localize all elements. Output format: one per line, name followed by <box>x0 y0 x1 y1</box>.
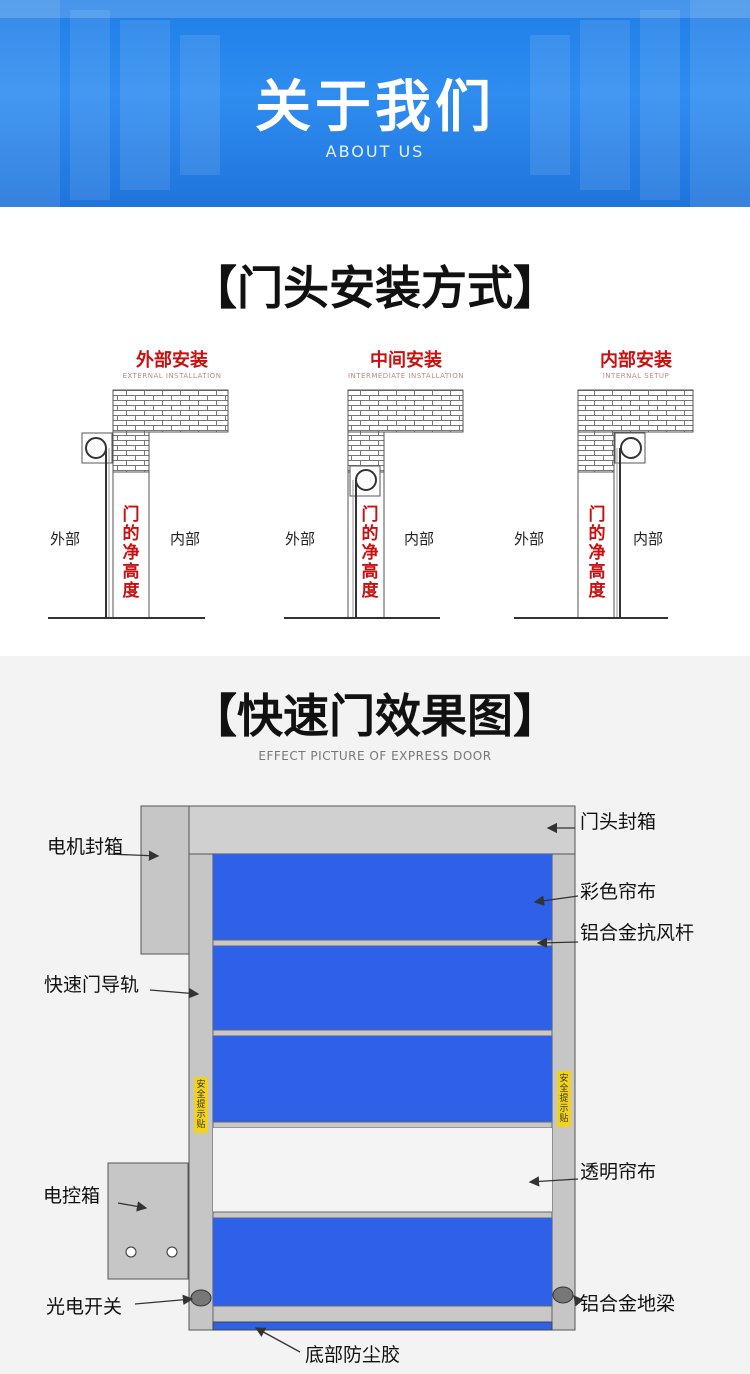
inside-label: 内部 <box>633 530 664 548</box>
label-color-curtain: 彩色帘布 <box>580 881 657 903</box>
label-head-box: 门头封箱 <box>580 811 657 833</box>
diagram-internal <box>514 389 694 619</box>
effect-section-subtitle: EFFECT PICTURE OF EXPRESS DOOR <box>258 749 492 763</box>
outside-label: 外部 <box>50 530 81 548</box>
label-ground-beam: 铝合金地梁 <box>580 1293 676 1315</box>
banner-subtitle: ABOUT US <box>325 142 425 161</box>
door-diagram <box>107 805 584 1353</box>
door-curtain <box>212 854 553 1331</box>
label-motor-box: 电机封箱 <box>47 836 124 858</box>
motor-box <box>140 805 190 955</box>
outside-label: 外部 <box>514 530 545 548</box>
installation-section-title: 【门头安装方式】 <box>191 261 559 315</box>
photo-sensor-left <box>190 1289 212 1307</box>
install-external-subtitle: EXTERNAL INSTALLATION <box>122 372 222 380</box>
label-control-box: 电控箱 <box>43 1185 101 1207</box>
banner-title: 关于我们 <box>255 75 495 140</box>
inside-label: 内部 <box>170 530 201 548</box>
label-clear-curtain: 透明帘布 <box>580 1161 657 1183</box>
label-guide-rail: 快速门导轨 <box>44 974 140 996</box>
install-internal-title: 内部安装 <box>600 350 672 371</box>
effect-section-title: 【快速门效果图】 <box>191 689 559 743</box>
header-banner <box>0 0 750 207</box>
inside-label: 内部 <box>404 530 435 548</box>
control-box <box>107 1162 189 1280</box>
warning-sticker-right: 安全提示贴 <box>557 1071 571 1127</box>
diagram-intermediate <box>284 389 464 619</box>
clear-height-label: 门的净高度 <box>361 505 379 601</box>
install-intermediate-title: 中间安装 <box>370 350 442 371</box>
label-photo-switch: 光电开关 <box>46 1296 123 1318</box>
install-internal-subtitle: INTERNAL SETUP <box>602 372 670 380</box>
clear-height-label: 门的净高度 <box>588 505 606 601</box>
installation-diagrams <box>48 389 694 619</box>
clear-height-label: 门的净高度 <box>122 505 140 601</box>
label-wind-bar: 铝合金抗风杆 <box>580 922 695 944</box>
warning-sticker-left: 安全提示贴 <box>194 1077 208 1133</box>
diagram-external <box>48 389 229 619</box>
photo-sensor-right <box>552 1286 574 1304</box>
label-dust-rubber: 底部防尘胶 <box>305 1344 401 1366</box>
install-external-title: 外部安装 <box>136 350 208 371</box>
head-box <box>188 805 576 855</box>
outside-label: 外部 <box>285 530 316 548</box>
install-intermediate-subtitle: INTERMEDIATE INSTALLATION <box>347 372 464 380</box>
